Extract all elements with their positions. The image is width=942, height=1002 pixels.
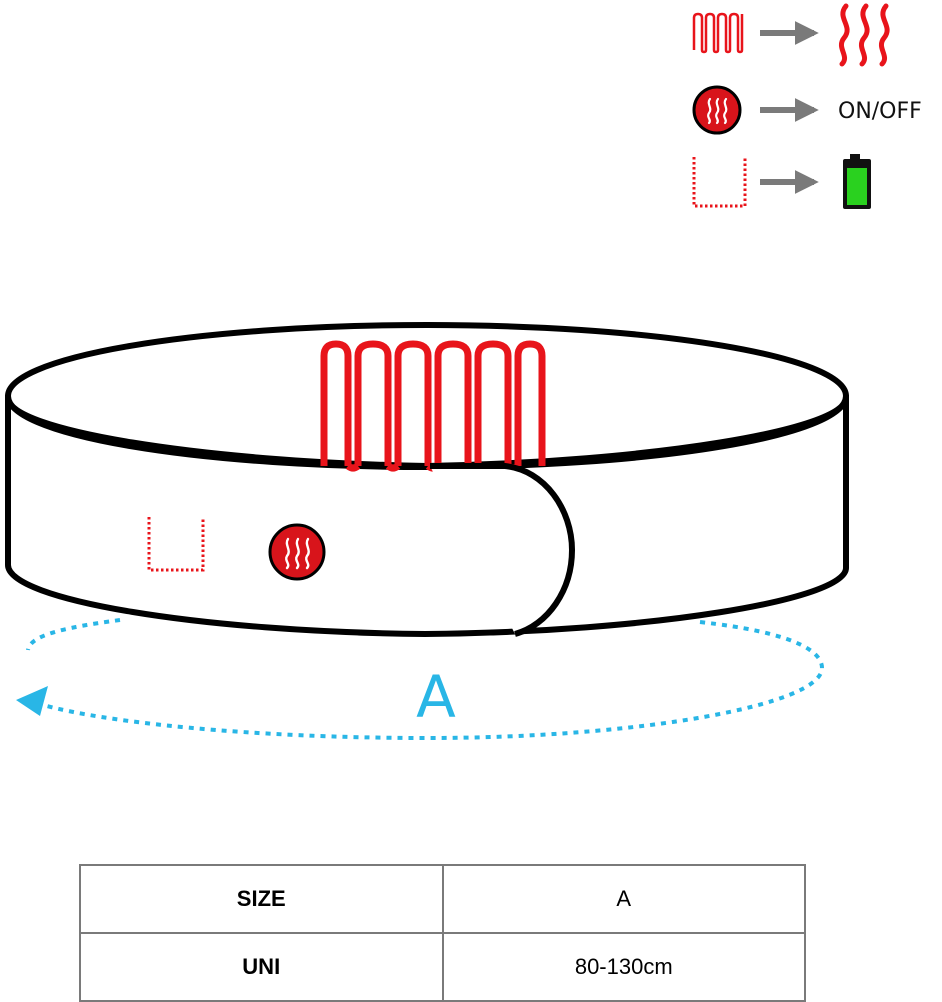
belt-power-button	[268, 523, 326, 581]
power-button-icon	[692, 85, 742, 135]
legend-row-battery	[692, 154, 871, 209]
table-cell-size: UNI	[79, 932, 444, 1002]
circumference-measure	[26, 618, 825, 741]
size-table: SIZE A UNI 80-130cm	[79, 864, 806, 1002]
battery-pocket-icon	[692, 157, 747, 208]
belt	[5, 322, 849, 638]
table-row: UNI 80-130cm	[79, 932, 806, 1002]
velcro-flap	[430, 463, 576, 637]
heat-waves-icon	[838, 3, 890, 67]
table-header-a: A	[441, 864, 806, 934]
legend-row-power: ON/OFF	[692, 85, 922, 135]
battery-icon	[843, 154, 871, 209]
battery-pocket	[147, 517, 205, 572]
table-header-row: SIZE A	[79, 864, 806, 934]
legend-row-heating	[692, 3, 890, 67]
measure-arrowhead	[16, 686, 48, 716]
legend: ON/OFF	[692, 3, 922, 209]
heating-element-icon	[692, 12, 744, 54]
on-off-label: ON/OFF	[838, 99, 922, 124]
table-cell-range: 80-130cm	[441, 932, 806, 1002]
measurement-label: A	[416, 663, 456, 731]
table-header-size: SIZE	[79, 864, 444, 934]
